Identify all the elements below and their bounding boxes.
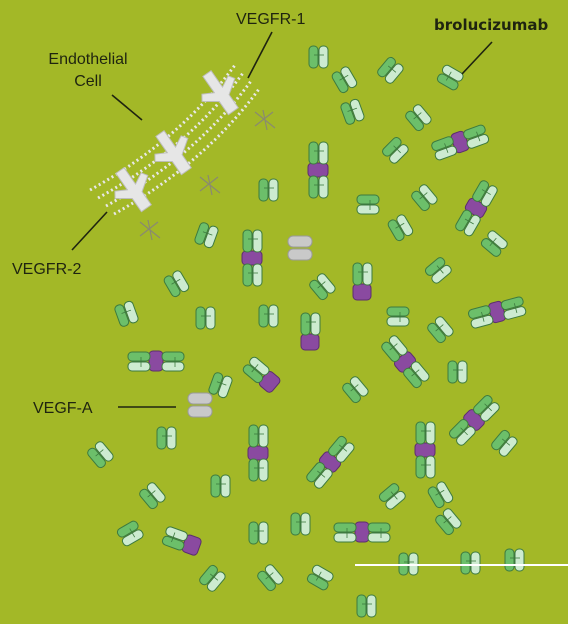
endothelial-leader — [112, 95, 142, 120]
ligand-sketch — [200, 175, 220, 195]
bound-complex — [379, 334, 430, 390]
partially-bound-vegf — [353, 263, 372, 300]
vegf-a-dimer — [288, 236, 312, 260]
partially-bound-vegf — [242, 356, 283, 394]
vegf-a-dimer — [188, 393, 212, 417]
bound-complex — [415, 422, 435, 478]
vegfr1-leader — [248, 32, 272, 78]
endothelial-label-line1: Endothelial — [48, 51, 127, 68]
brolucizumab-label: brolucizumab — [434, 16, 548, 34]
ligand-sketch — [140, 220, 160, 240]
vegfr1-receptor — [191, 62, 250, 123]
bound-complex — [467, 295, 526, 329]
endothelial-label-line2: Cell — [74, 73, 102, 90]
vegfr2-label: VEGFR-2 — [12, 261, 81, 278]
bound-complex — [453, 179, 498, 237]
bound-complex — [128, 351, 184, 371]
brolucizumab-leader — [462, 42, 492, 74]
bound-complex — [334, 522, 390, 542]
endothelial-receptor — [144, 122, 203, 183]
vegfr2-leader — [72, 212, 107, 250]
vegfr1-label: VEGFR-1 — [236, 11, 305, 28]
bound-complex — [304, 434, 355, 490]
bound-complex — [242, 230, 262, 286]
bound-complex — [248, 425, 268, 481]
bound-complex — [430, 123, 489, 161]
partially-bound-vegf — [161, 526, 202, 557]
ligand-sketch — [255, 110, 275, 130]
bound-complex — [308, 142, 328, 198]
bound-complex — [447, 393, 501, 447]
partially-bound-vegf — [301, 313, 320, 350]
vegf-a-label: VEGF-A — [33, 400, 93, 417]
